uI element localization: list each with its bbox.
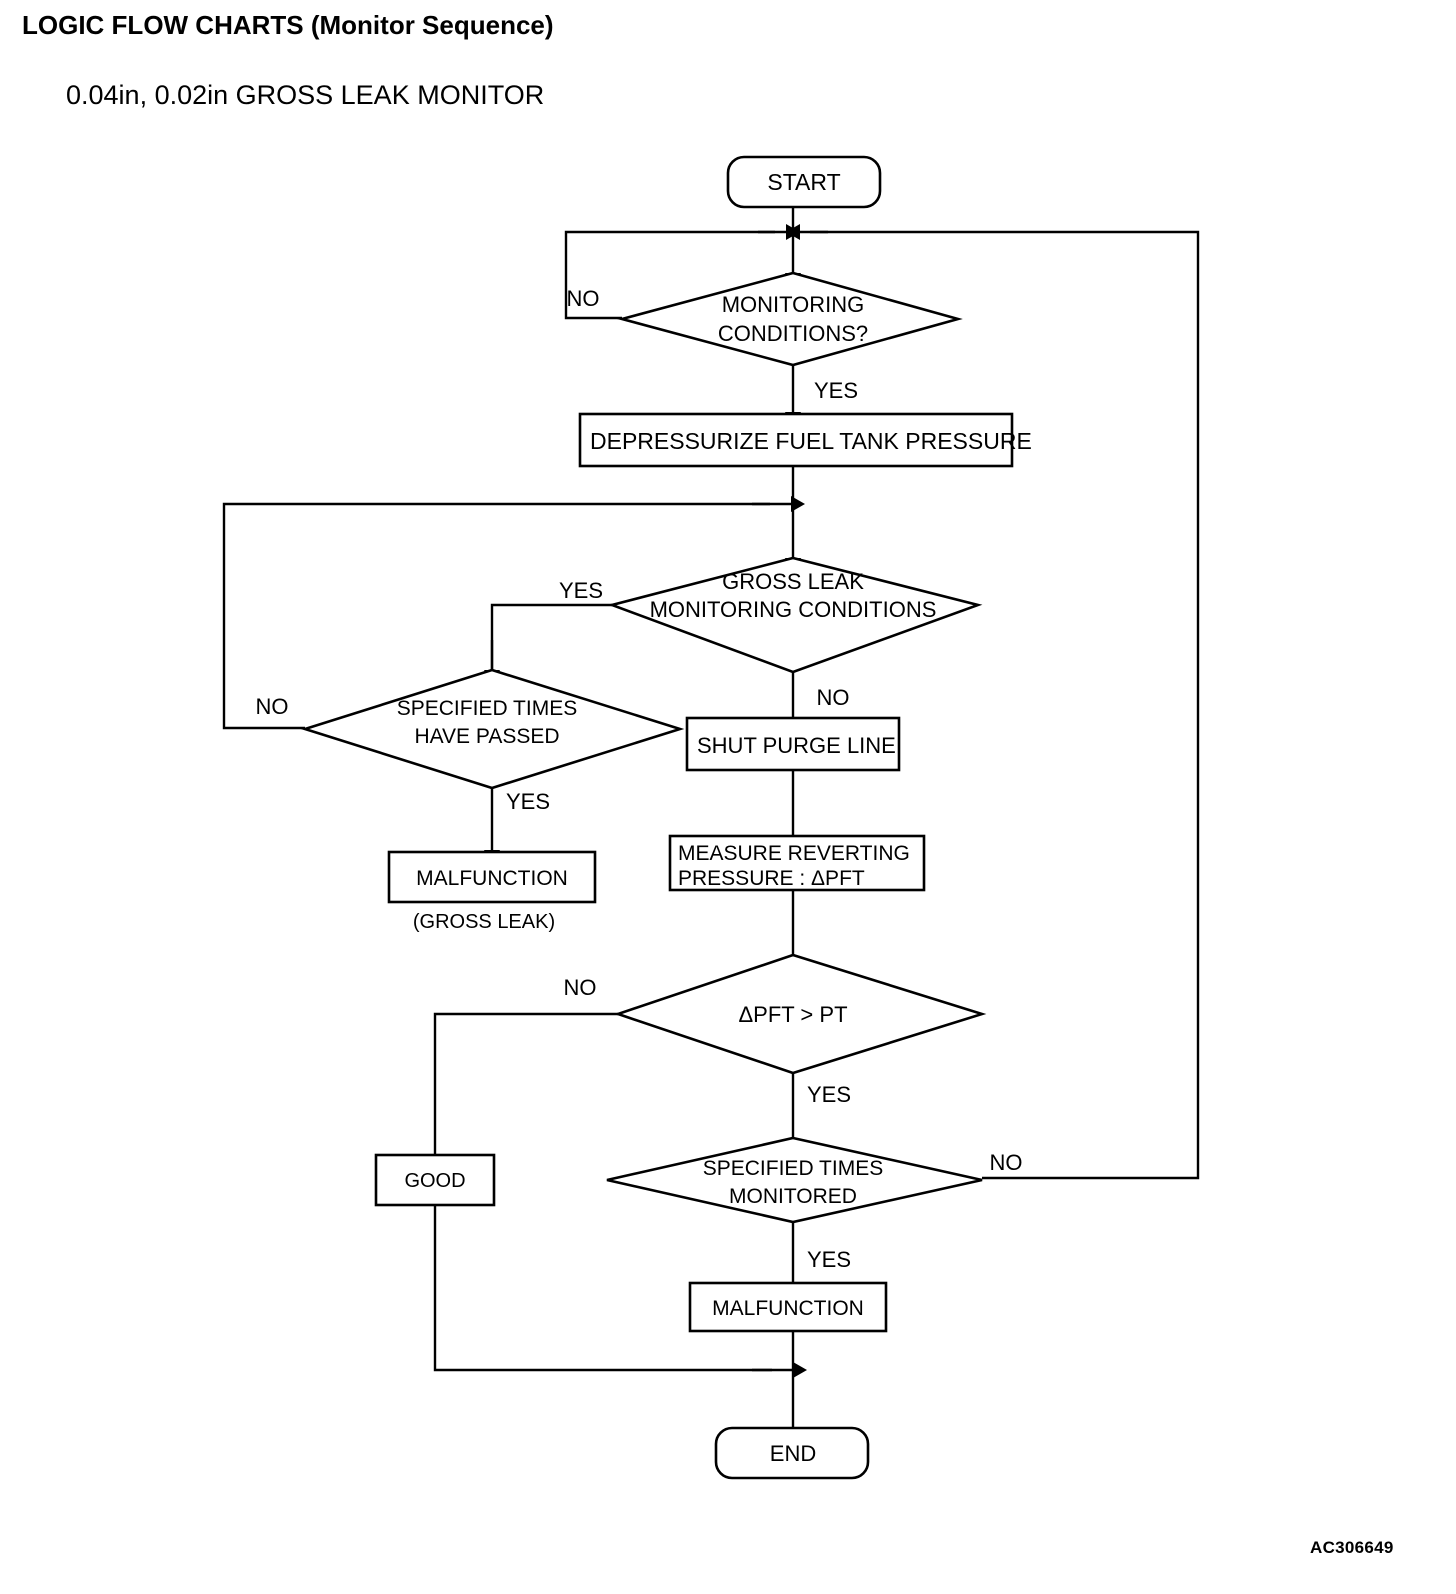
monitoring-conditions-label-line2: CONDITIONS? bbox=[718, 321, 868, 346]
edge-mon-cond-no-loop bbox=[564, 230, 775, 320]
pft-greater-than-pt-label: ΔPFT > PT bbox=[738, 1002, 847, 1027]
start-label: START bbox=[767, 169, 840, 195]
edge-label-times-mon-no: NO bbox=[990, 1150, 1023, 1175]
node-measure-reverting-pressure[interactable]: MEASURE REVERTING PRESSURE : ΔPFT bbox=[668, 834, 926, 892]
malfunction-gross-leak-label: MALFUNCTION bbox=[416, 867, 568, 890]
edge-label-glcond-yes: YES bbox=[559, 578, 603, 603]
figure-code: AC306649 bbox=[1310, 1538, 1394, 1557]
edge-timesmon-no-loop bbox=[810, 230, 1200, 1180]
edge-label-pft-yes: YES bbox=[807, 1082, 851, 1107]
edge-label-group: NO YES YES NO NO YES NO YES NO YES bbox=[256, 286, 1023, 1272]
end-label: END bbox=[770, 1441, 816, 1466]
measure-reverting-pressure-box-shape bbox=[668, 834, 926, 892]
shut-purge-line-box-shape bbox=[685, 716, 901, 772]
node-pft-greater-than-pt[interactable]: ΔPFT > PT bbox=[613, 953, 987, 1075]
edge-label-times-mon-yes: YES bbox=[807, 1247, 851, 1272]
edge-label-mon-cond-yes: YES bbox=[814, 378, 858, 403]
monitoring-conditions-diamond-shape bbox=[616, 271, 963, 367]
node-start[interactable]: START bbox=[726, 155, 882, 209]
specified-times-passed-label-line1: SPECIFIED TIMES bbox=[397, 697, 577, 720]
measure-reverting-pressure-label-line1: MEASURE REVERTING bbox=[678, 842, 910, 865]
edge-label-pft-no: NO bbox=[564, 975, 597, 1000]
node-end[interactable]: END bbox=[714, 1426, 870, 1480]
edge-label-times-passed-no: NO bbox=[256, 694, 289, 719]
good-label: GOOD bbox=[404, 1170, 465, 1192]
malfunction-label: MALFUNCTION bbox=[712, 1297, 864, 1320]
node-shut-purge-line[interactable]: SHUT PURGE LINE bbox=[685, 716, 901, 772]
edge-label-times-passed-yes: YES bbox=[506, 789, 550, 814]
shut-purge-line-label: SHUT PURGE LINE bbox=[697, 733, 896, 758]
gross-leak-conditions-diamond-shape bbox=[607, 556, 983, 674]
specified-times-monitored-label-line1: SPECIFIED TIMES bbox=[703, 1157, 883, 1180]
specified-times-passed-label-line2: HAVE PASSED bbox=[414, 725, 559, 748]
specified-times-monitored-label-line2: MONITORED bbox=[729, 1185, 857, 1208]
malfunction-gross-leak-box-shape bbox=[387, 850, 597, 904]
depressurize-label: DEPRESSURIZE FUEL TANK PRESSURE bbox=[590, 428, 1032, 454]
depressurize-box-shape bbox=[578, 412, 1014, 468]
pft-greater-than-pt-diamond-shape bbox=[613, 953, 987, 1075]
gross-leak-conditions-label-line2: MONITORING CONDITIONS bbox=[650, 597, 937, 622]
malfunction-gross-leak-caption: (GROSS LEAK) bbox=[413, 911, 555, 933]
gross-leak-conditions-label-line1: GROSS LEAK bbox=[722, 569, 864, 594]
good-box-shape bbox=[374, 1153, 496, 1207]
node-monitoring-conditions[interactable]: MONITORING CONDITIONS? bbox=[616, 271, 963, 367]
end-terminator-shape bbox=[714, 1426, 870, 1480]
connector-lines bbox=[222, 205, 1200, 1442]
malfunction-box-shape bbox=[688, 1281, 888, 1333]
node-malfunction[interactable]: MALFUNCTION bbox=[688, 1281, 888, 1333]
monitoring-conditions-label-line1: MONITORING bbox=[722, 292, 865, 317]
node-depressurize[interactable]: DEPRESSURIZE FUEL TANK PRESSURE bbox=[578, 412, 1032, 468]
node-gross-leak-conditions[interactable]: GROSS LEAK MONITORING CONDITIONS bbox=[607, 556, 983, 674]
node-specified-times-have-passed[interactable]: SPECIFIED TIMES HAVE PASSED bbox=[300, 668, 685, 790]
start-terminator-shape bbox=[726, 155, 882, 209]
node-good[interactable]: GOOD bbox=[374, 1153, 496, 1207]
node-malfunction-gross-leak[interactable]: MALFUNCTION (GROSS LEAK) bbox=[387, 850, 597, 933]
edge-times-passed-no-loop bbox=[222, 502, 770, 730]
edge-label-mon-cond-no: NO bbox=[567, 286, 600, 311]
edge-label-glcond-no: NO bbox=[817, 685, 850, 710]
specified-times-passed-diamond-shape bbox=[300, 668, 685, 790]
node-specified-times-monitored[interactable]: SPECIFIED TIMES MONITORED bbox=[606, 1136, 983, 1224]
specified-times-monitored-diamond-shape bbox=[606, 1136, 983, 1224]
edge-glcond-yes-path bbox=[490, 603, 612, 672]
page-title: LOGIC FLOW CHARTS (Monitor Sequence) bbox=[22, 10, 554, 40]
page-subtitle: 0.04in, 0.02in GROSS LEAK MONITOR bbox=[66, 80, 545, 110]
measure-reverting-pressure-label-line2: PRESSURE : ΔPFT bbox=[678, 867, 865, 890]
